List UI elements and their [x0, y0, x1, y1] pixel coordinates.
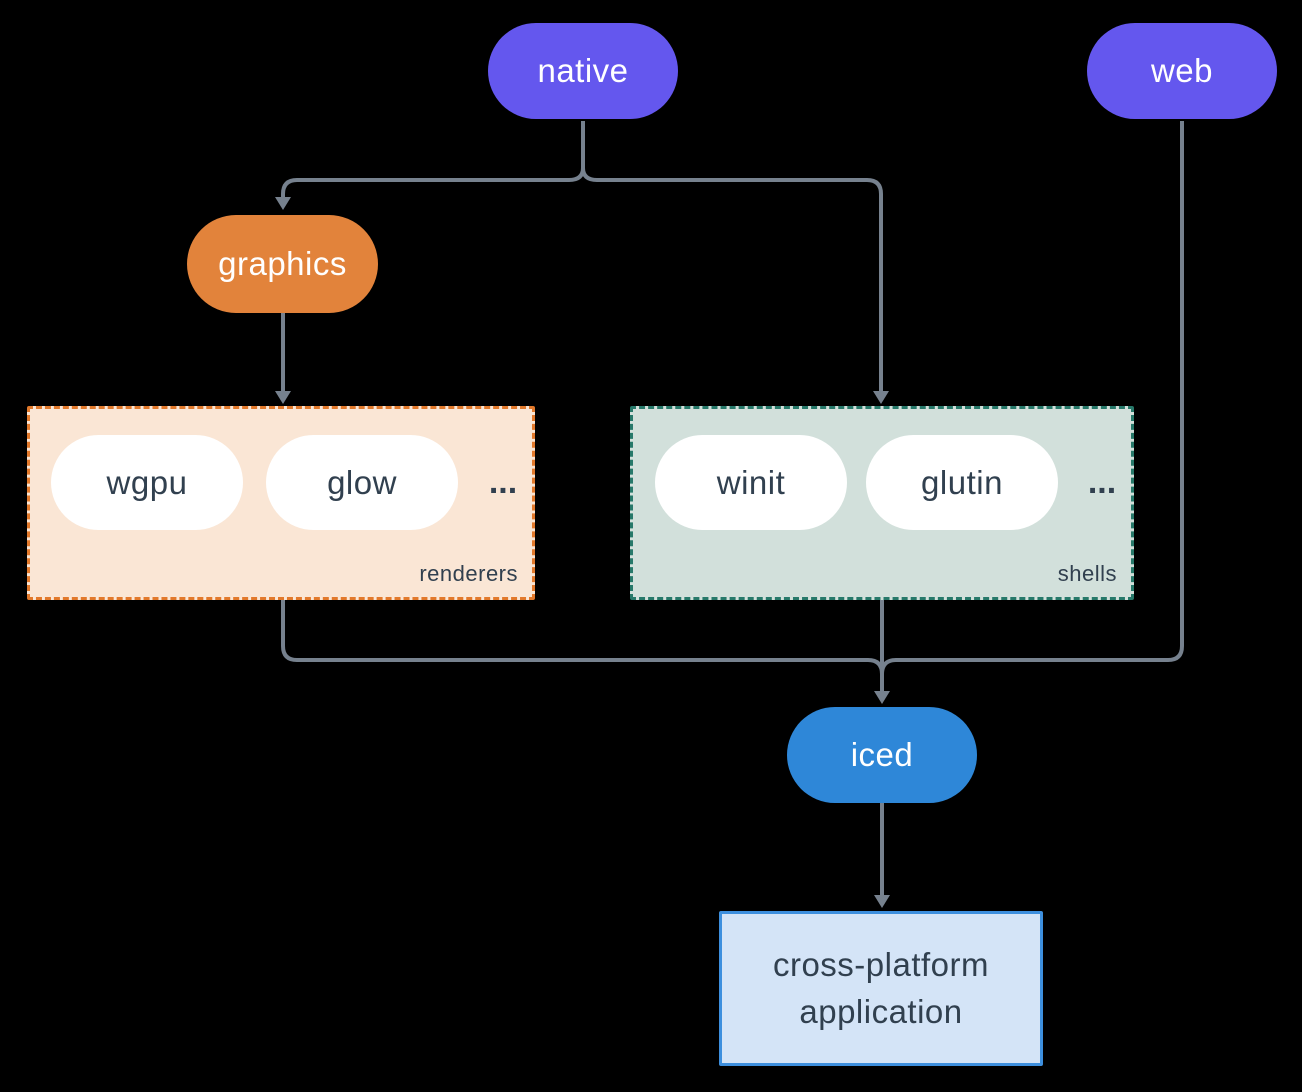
- node-web: web: [1087, 23, 1277, 119]
- shells-ellipsis: ...: [1087, 463, 1117, 501]
- pill-glow: glow: [266, 435, 458, 530]
- pill-glow-label: glow: [327, 463, 397, 501]
- arrowhead-graphics: [275, 197, 291, 210]
- edge-native-to-graphics: [281, 167, 585, 198]
- node-iced-label: iced: [850, 736, 914, 773]
- group-shells: winit glutin ... shells: [630, 406, 1134, 600]
- arrowhead-shells: [873, 391, 889, 404]
- node-graphics-label: graphics: [218, 245, 347, 282]
- application-box: cross-platform application: [719, 911, 1043, 1066]
- arrowhead-iced: [874, 691, 890, 704]
- renderers-group-label: renderers: [419, 561, 518, 586]
- node-native: native: [488, 23, 678, 119]
- arrowhead-renderers: [275, 391, 291, 404]
- node-web-label: web: [1150, 52, 1214, 89]
- shells-group-label: shells: [1057, 561, 1117, 586]
- pill-glutin-label: glutin: [921, 463, 1003, 501]
- pill-winit-label: winit: [716, 463, 786, 501]
- renderers-ellipsis: ...: [488, 463, 518, 501]
- arrowhead-application: [874, 895, 890, 908]
- application-box-label: cross-platform application: [772, 945, 990, 1030]
- group-renderers: wgpu glow ... renderers: [27, 406, 535, 600]
- pill-wgpu: wgpu: [51, 435, 243, 530]
- edge-renderers-to-iced: [281, 600, 884, 675]
- node-native-label: native: [537, 52, 629, 89]
- node-iced: iced: [787, 707, 977, 803]
- node-graphics: graphics: [187, 215, 378, 313]
- pill-wgpu-label: wgpu: [106, 463, 188, 501]
- pill-winit: winit: [655, 435, 847, 530]
- edge-native-to-shells: [581, 167, 883, 392]
- pill-glutin: glutin: [866, 435, 1058, 530]
